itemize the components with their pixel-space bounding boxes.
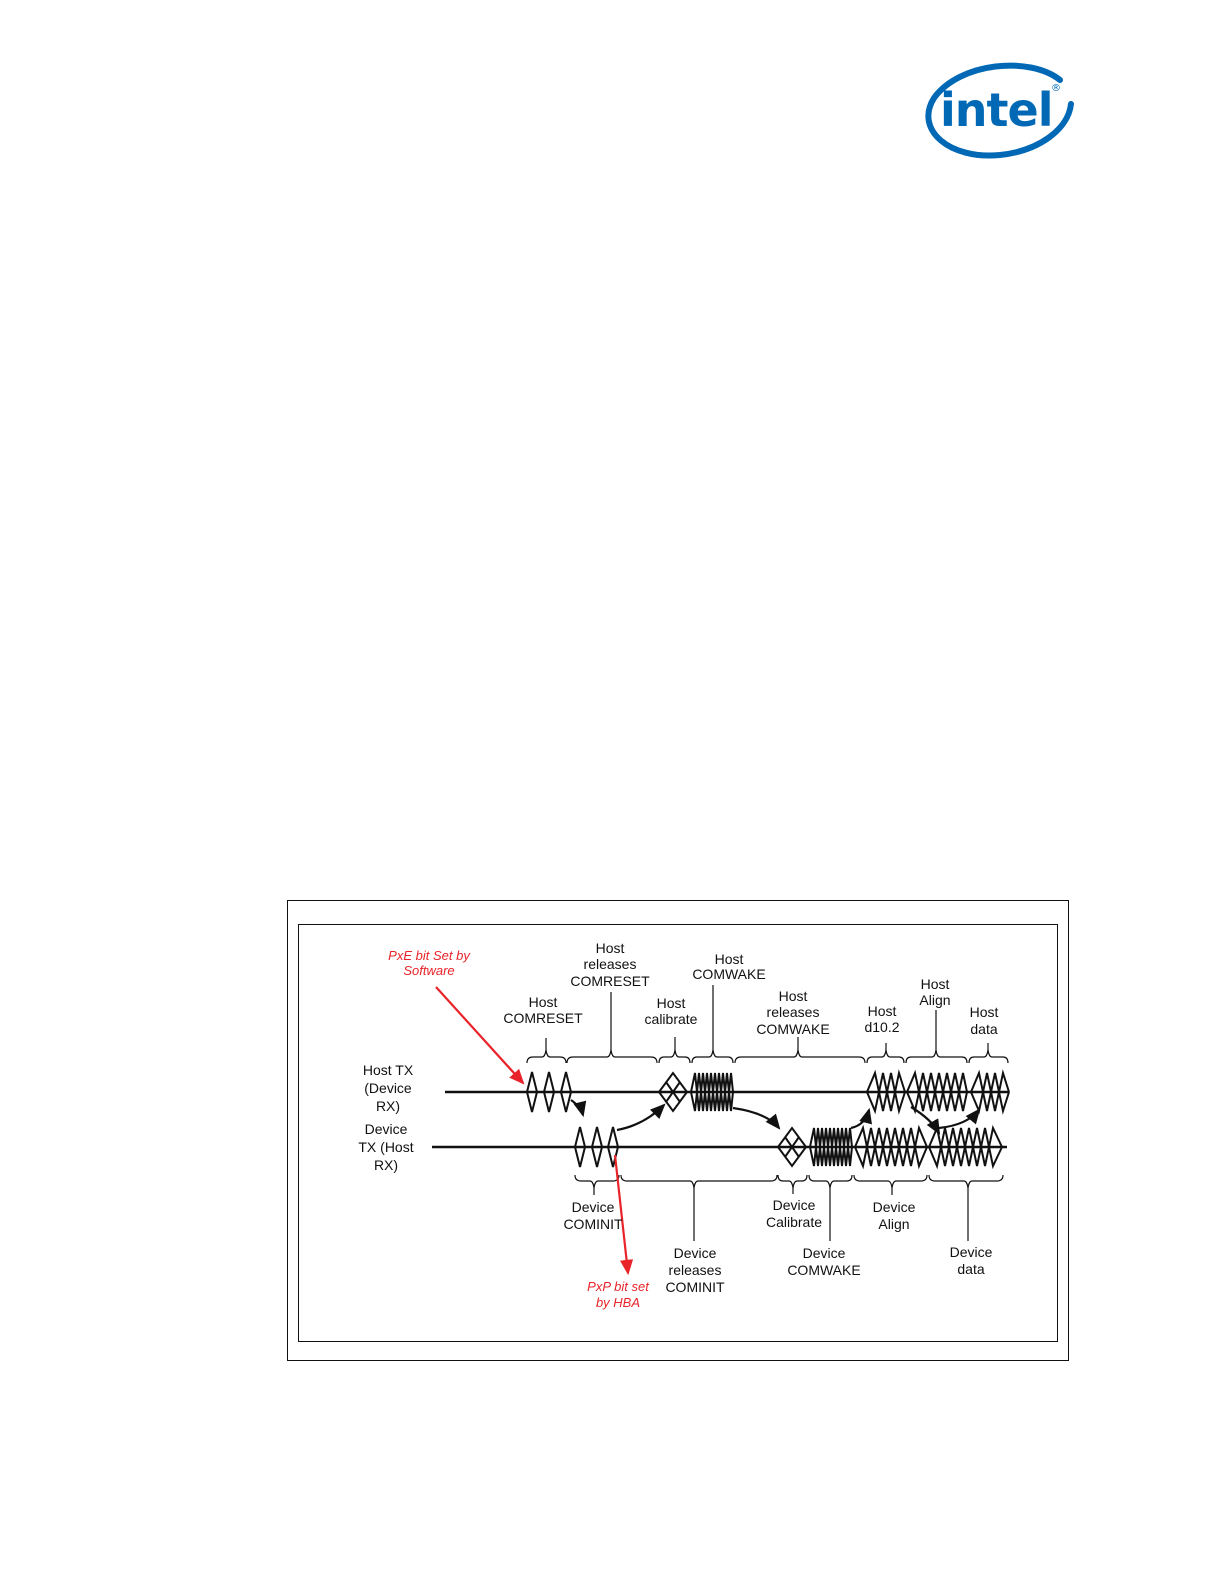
svg-text:COMINIT: COMINIT — [665, 1279, 725, 1295]
svg-text:Host: Host — [921, 976, 950, 992]
svg-text:Device: Device — [773, 1197, 816, 1213]
label-device-cominit: Device COMINIT — [563, 1199, 623, 1232]
svg-text:calibrate: calibrate — [645, 1011, 698, 1027]
svg-text:Device: Device — [365, 1121, 408, 1137]
svg-text:PxE bit Set by: PxE bit Set by — [388, 948, 471, 963]
host-align-burst — [906, 1069, 968, 1115]
host-data-burst — [970, 1069, 1010, 1115]
svg-text:RX): RX) — [374, 1157, 398, 1173]
device-cominit-burst — [573, 1126, 620, 1168]
device-comwake-burst — [809, 1127, 853, 1167]
label-device-align: Device Align — [873, 1199, 916, 1232]
svg-text:Host TX: Host TX — [363, 1062, 414, 1078]
label-host-releases-comwake: Host releases COMWAKE — [756, 988, 829, 1037]
label-device-calibrate: Device Calibrate — [766, 1197, 822, 1230]
device-tx-row-label: Device TX (Host RX) — [358, 1121, 413, 1173]
svg-text:by HBA: by HBA — [596, 1295, 640, 1310]
label-host-comreset: Host COMRESET — [503, 994, 583, 1026]
svg-text:data: data — [957, 1261, 984, 1277]
label-host-comwake: Host COMWAKE — [692, 951, 765, 982]
figure-frame: Host TX (Device RX) Device TX (Host RX) — [287, 900, 1069, 1361]
host-comwake-burst-mirror — [690, 1072, 734, 1112]
svg-text:Device: Device — [572, 1199, 615, 1215]
intel-logo-icon: intel ® — [925, 62, 1074, 159]
svg-text:RX): RX) — [376, 1098, 400, 1114]
device-calibrate-burst — [776, 1126, 808, 1168]
label-host-releases-comreset: Host releases COMRESET — [570, 940, 650, 989]
svg-text:releases: releases — [767, 1004, 820, 1020]
host-comreset-burst — [525, 1071, 573, 1113]
host-braces — [526, 985, 1009, 1064]
svg-text:PxP bit set: PxP bit set — [587, 1279, 650, 1294]
svg-text:Host: Host — [970, 1004, 999, 1020]
svg-text:Device: Device — [950, 1244, 993, 1260]
label-device-comwake: Device COMWAKE — [787, 1245, 860, 1278]
host-d10-burst — [866, 1069, 906, 1115]
svg-text:COMWAKE: COMWAKE — [692, 966, 765, 982]
svg-text:Host: Host — [596, 940, 625, 956]
svg-text:Host: Host — [715, 951, 744, 967]
svg-text:Device: Device — [873, 1199, 916, 1215]
svg-text:COMINIT: COMINIT — [563, 1216, 623, 1232]
pxe-arrow — [435, 986, 525, 1085]
figure-inner-frame: Host TX (Device RX) Device TX (Host RX) — [298, 924, 1058, 1342]
device-data-burst — [928, 1124, 1003, 1170]
host-calibrate-burst — [657, 1071, 689, 1113]
svg-text:data: data — [970, 1021, 997, 1037]
svg-text:Software: Software — [403, 963, 454, 978]
svg-text:Device: Device — [674, 1245, 717, 1261]
logo-wordmark: intel — [940, 83, 1052, 137]
svg-text:COMWAKE: COMWAKE — [787, 1262, 860, 1278]
svg-text:Host: Host — [779, 988, 808, 1004]
pxe-annotation: PxE bit Set by Software — [388, 948, 471, 978]
svg-text:COMRESET: COMRESET — [503, 1010, 583, 1026]
pxp-arrow — [613, 1154, 634, 1276]
device-braces — [574, 1174, 1004, 1241]
svg-text:Device: Device — [803, 1245, 846, 1261]
oob-signaling-diagram: Host TX (Device RX) Device TX (Host RX) — [358, 940, 1010, 1310]
svg-text:d10.2: d10.2 — [864, 1019, 899, 1035]
svg-text:Calibrate: Calibrate — [766, 1214, 822, 1230]
label-device-releases-cominit: Device releases COMINIT — [665, 1245, 725, 1295]
device-align-burst — [854, 1124, 928, 1170]
svg-text:releases: releases — [584, 956, 637, 972]
svg-text:COMWAKE: COMWAKE — [756, 1021, 829, 1037]
svg-text:Align: Align — [878, 1216, 909, 1232]
label-host-align: Host Align — [919, 976, 950, 1008]
registered-mark: ® — [1051, 83, 1061, 94]
svg-text:COMRESET: COMRESET — [570, 973, 650, 989]
svg-text:Host: Host — [529, 994, 558, 1010]
label-host-calibrate: Host calibrate — [645, 995, 698, 1027]
label-device-data: Device data — [950, 1244, 993, 1277]
svg-text:TX (Host: TX (Host — [358, 1139, 413, 1155]
svg-text:Host: Host — [657, 995, 686, 1011]
svg-text:releases: releases — [669, 1262, 722, 1278]
label-host-d10: Host d10.2 — [864, 1003, 899, 1035]
host-tx-row-label: Host TX (Device RX) — [363, 1062, 414, 1114]
handshake-arrows — [570, 1099, 981, 1135]
label-host-data: Host data — [970, 1004, 999, 1037]
svg-text:Host: Host — [868, 1003, 897, 1019]
pxp-annotation: PxP bit set by HBA — [587, 1279, 650, 1310]
svg-text:Align: Align — [919, 992, 950, 1008]
svg-text:(Device: (Device — [364, 1080, 412, 1096]
